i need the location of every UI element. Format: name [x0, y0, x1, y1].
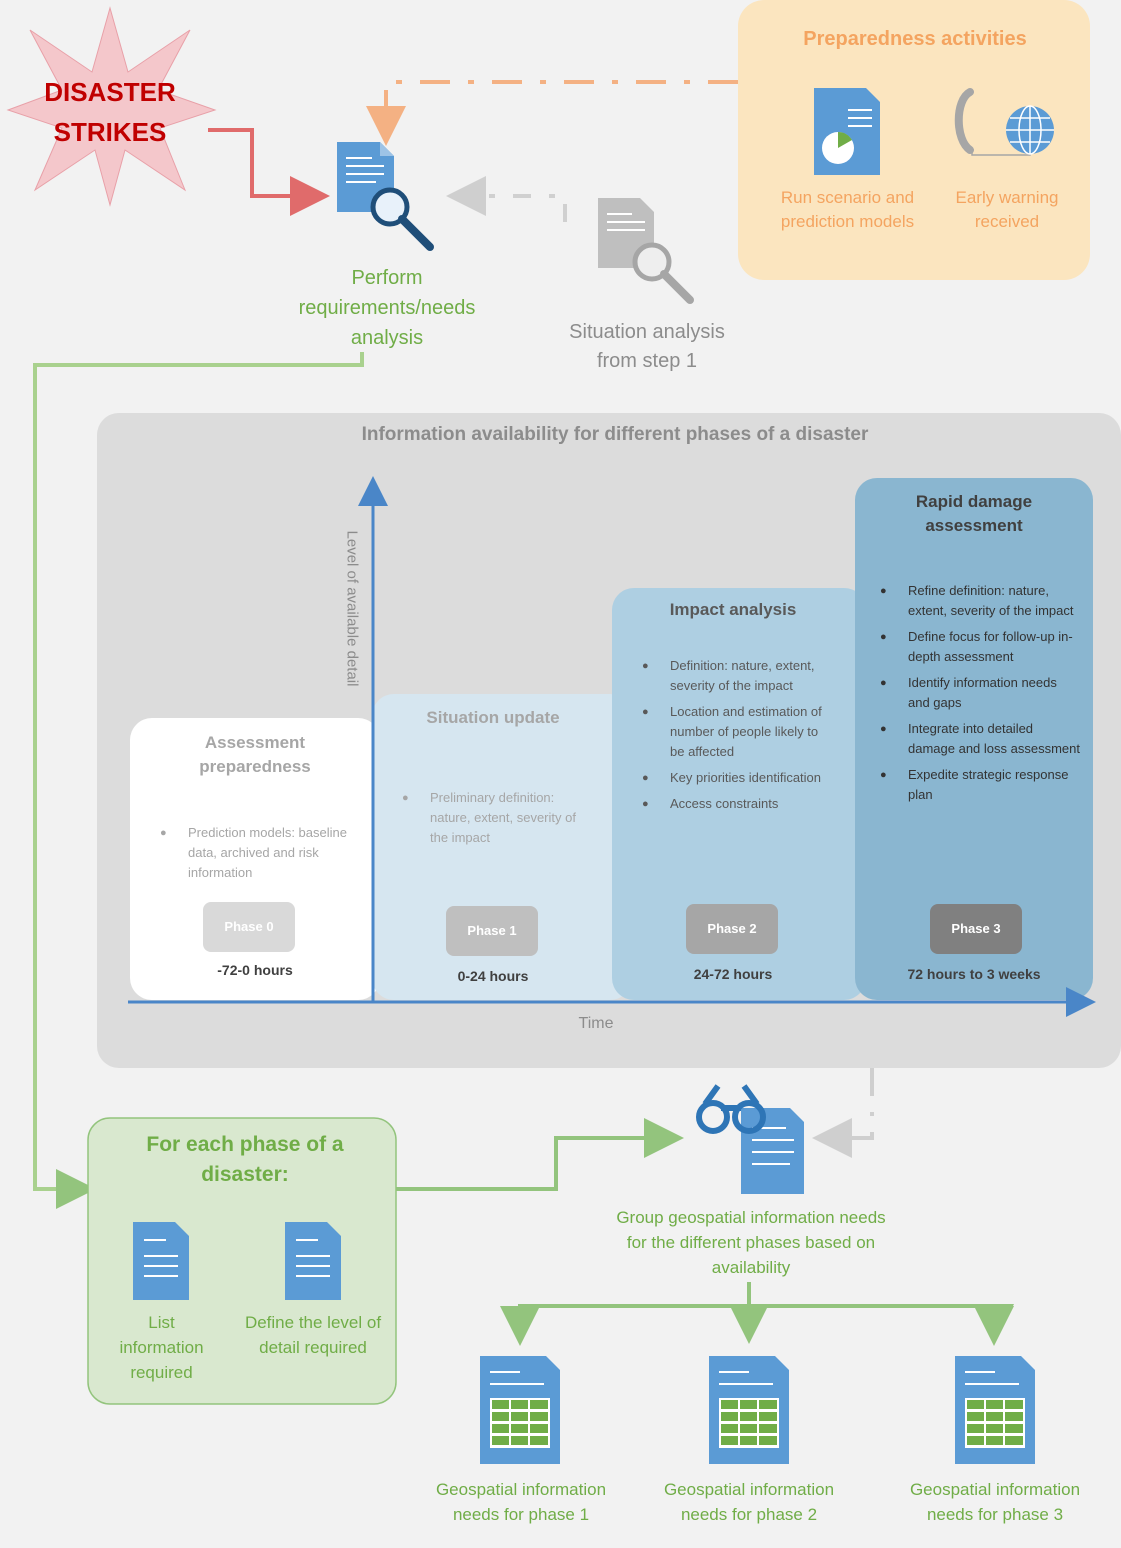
preparedness-title: Preparedness activities [803, 28, 1027, 50]
phase-3-content: Rapid damage assessment Refine definitio… [855, 478, 1093, 1000]
each-phase-panel [87, 1117, 397, 1405]
disaster-line-2: STRIKES [53, 117, 167, 147]
each-phase-title: For each phase of a disaster: [146, 1133, 344, 1186]
magnifier-icon [370, 187, 434, 251]
preparedness-panel [738, 0, 1090, 280]
disaster-line-1: DISASTER [44, 77, 176, 107]
phase-2-bullet-1: Definition: nature, extent, severity of … [642, 656, 822, 696]
list-info-label: List information required [119, 1313, 204, 1382]
phase-3-bullet-4: Integrate into detailed damage and loss … [880, 719, 1080, 759]
phase-3-title: Rapid damage assessment [915, 492, 1033, 535]
define-doc-icon [285, 1222, 341, 1300]
phase-3-hours: 72 hours to 3 weeks [907, 966, 1041, 982]
phase-0-bullets: Prediction models: baseline data, archiv… [160, 823, 365, 889]
group-doc-icon [741, 1108, 804, 1194]
phase-3-bullet-1: Refine definition: nature, extent, sever… [880, 581, 1080, 621]
phase-3-button[interactable]: Phase 3 [930, 904, 1022, 954]
x-axis-label: Time [578, 1015, 614, 1032]
y-axis-label: Level of available detail [343, 530, 361, 687]
phase-0-hours: -72-0 hours [217, 962, 293, 978]
needs-analysis-label: Perform requirements/needs analysis [298, 267, 476, 349]
phase-2-button[interactable]: Phase 2 [686, 904, 778, 954]
spreadsheet-icon-phase-1 [480, 1356, 560, 1464]
phase-3-bullet-5: Expedite strategic response plan [880, 765, 1080, 805]
phase-1-hours: 0-24 hours [457, 968, 529, 984]
phase-1-title: Situation update [426, 708, 560, 727]
phase-1-content: Situation update Preliminary definition:… [372, 694, 614, 1000]
phase-3-bullet-2: Define focus for follow-up in-depth asse… [880, 627, 1080, 667]
binoculars-icon [696, 1084, 766, 1134]
phase-2-bullet-4: Access constraints [642, 794, 822, 814]
phase-0-content: Assessment preparedness Prediction model… [130, 718, 380, 1000]
phase-2-bullet-2: Location and estimation of number of peo… [642, 702, 822, 762]
phase-0-title: Assessment preparedness [199, 733, 311, 776]
phase-3-bullets: Refine definition: nature, extent, sever… [880, 581, 1080, 811]
chart-title: Information availability for different p… [361, 424, 869, 445]
phase-1-bullet-1: Preliminary definition: nature, extent, … [402, 788, 592, 848]
spreadsheet-icon-phase-2 [709, 1356, 789, 1464]
phase-3-bullet-3: Identify information needs and gaps [880, 673, 1080, 713]
disaster-strikes-label: DISASTER STRIKES [20, 72, 200, 152]
output-phase-1-label: Geospatial information needs for phase 1 [435, 1480, 607, 1524]
phase-0-bullet-1: Prediction models: baseline data, archiv… [160, 823, 365, 883]
output-phase-2-label: Geospatial information needs for phase 2 [663, 1480, 835, 1524]
phase-2-hours: 24-72 hours [693, 966, 773, 982]
disaster-star-shape [6, 6, 217, 207]
situation-analysis-label: Situation analysis from step 1 [569, 321, 725, 372]
output-phase-3-label: Geospatial information needs for phase 3 [909, 1480, 1081, 1524]
grey-magnifier-icon [632, 242, 694, 304]
phase-2-content: Impact analysis Definition: nature, exte… [612, 588, 854, 1000]
list-doc-icon [133, 1222, 189, 1300]
phase-1-button[interactable]: Phase 1 [446, 906, 538, 956]
phase-2-title: Impact analysis [669, 600, 797, 619]
group-needs-label: Group geospatial information needs for t… [616, 1208, 886, 1277]
globe-icon [1006, 105, 1054, 155]
early-warning-label: Early warning received [955, 188, 1059, 231]
phase-2-bullets: Definition: nature, extent, severity of … [642, 656, 822, 820]
define-level-label: Define the level of detail required [244, 1313, 382, 1357]
phase-1-bullets: Preliminary definition: nature, extent, … [402, 788, 592, 854]
phase-2-bullet-3: Key priorities identification [642, 768, 822, 788]
spreadsheet-icon-phase-3 [955, 1356, 1035, 1464]
scenario-doc-icon [814, 88, 880, 175]
phase-0-button[interactable]: Phase 0 [203, 902, 295, 952]
scenario-label: Run scenario and prediction models [780, 188, 915, 231]
